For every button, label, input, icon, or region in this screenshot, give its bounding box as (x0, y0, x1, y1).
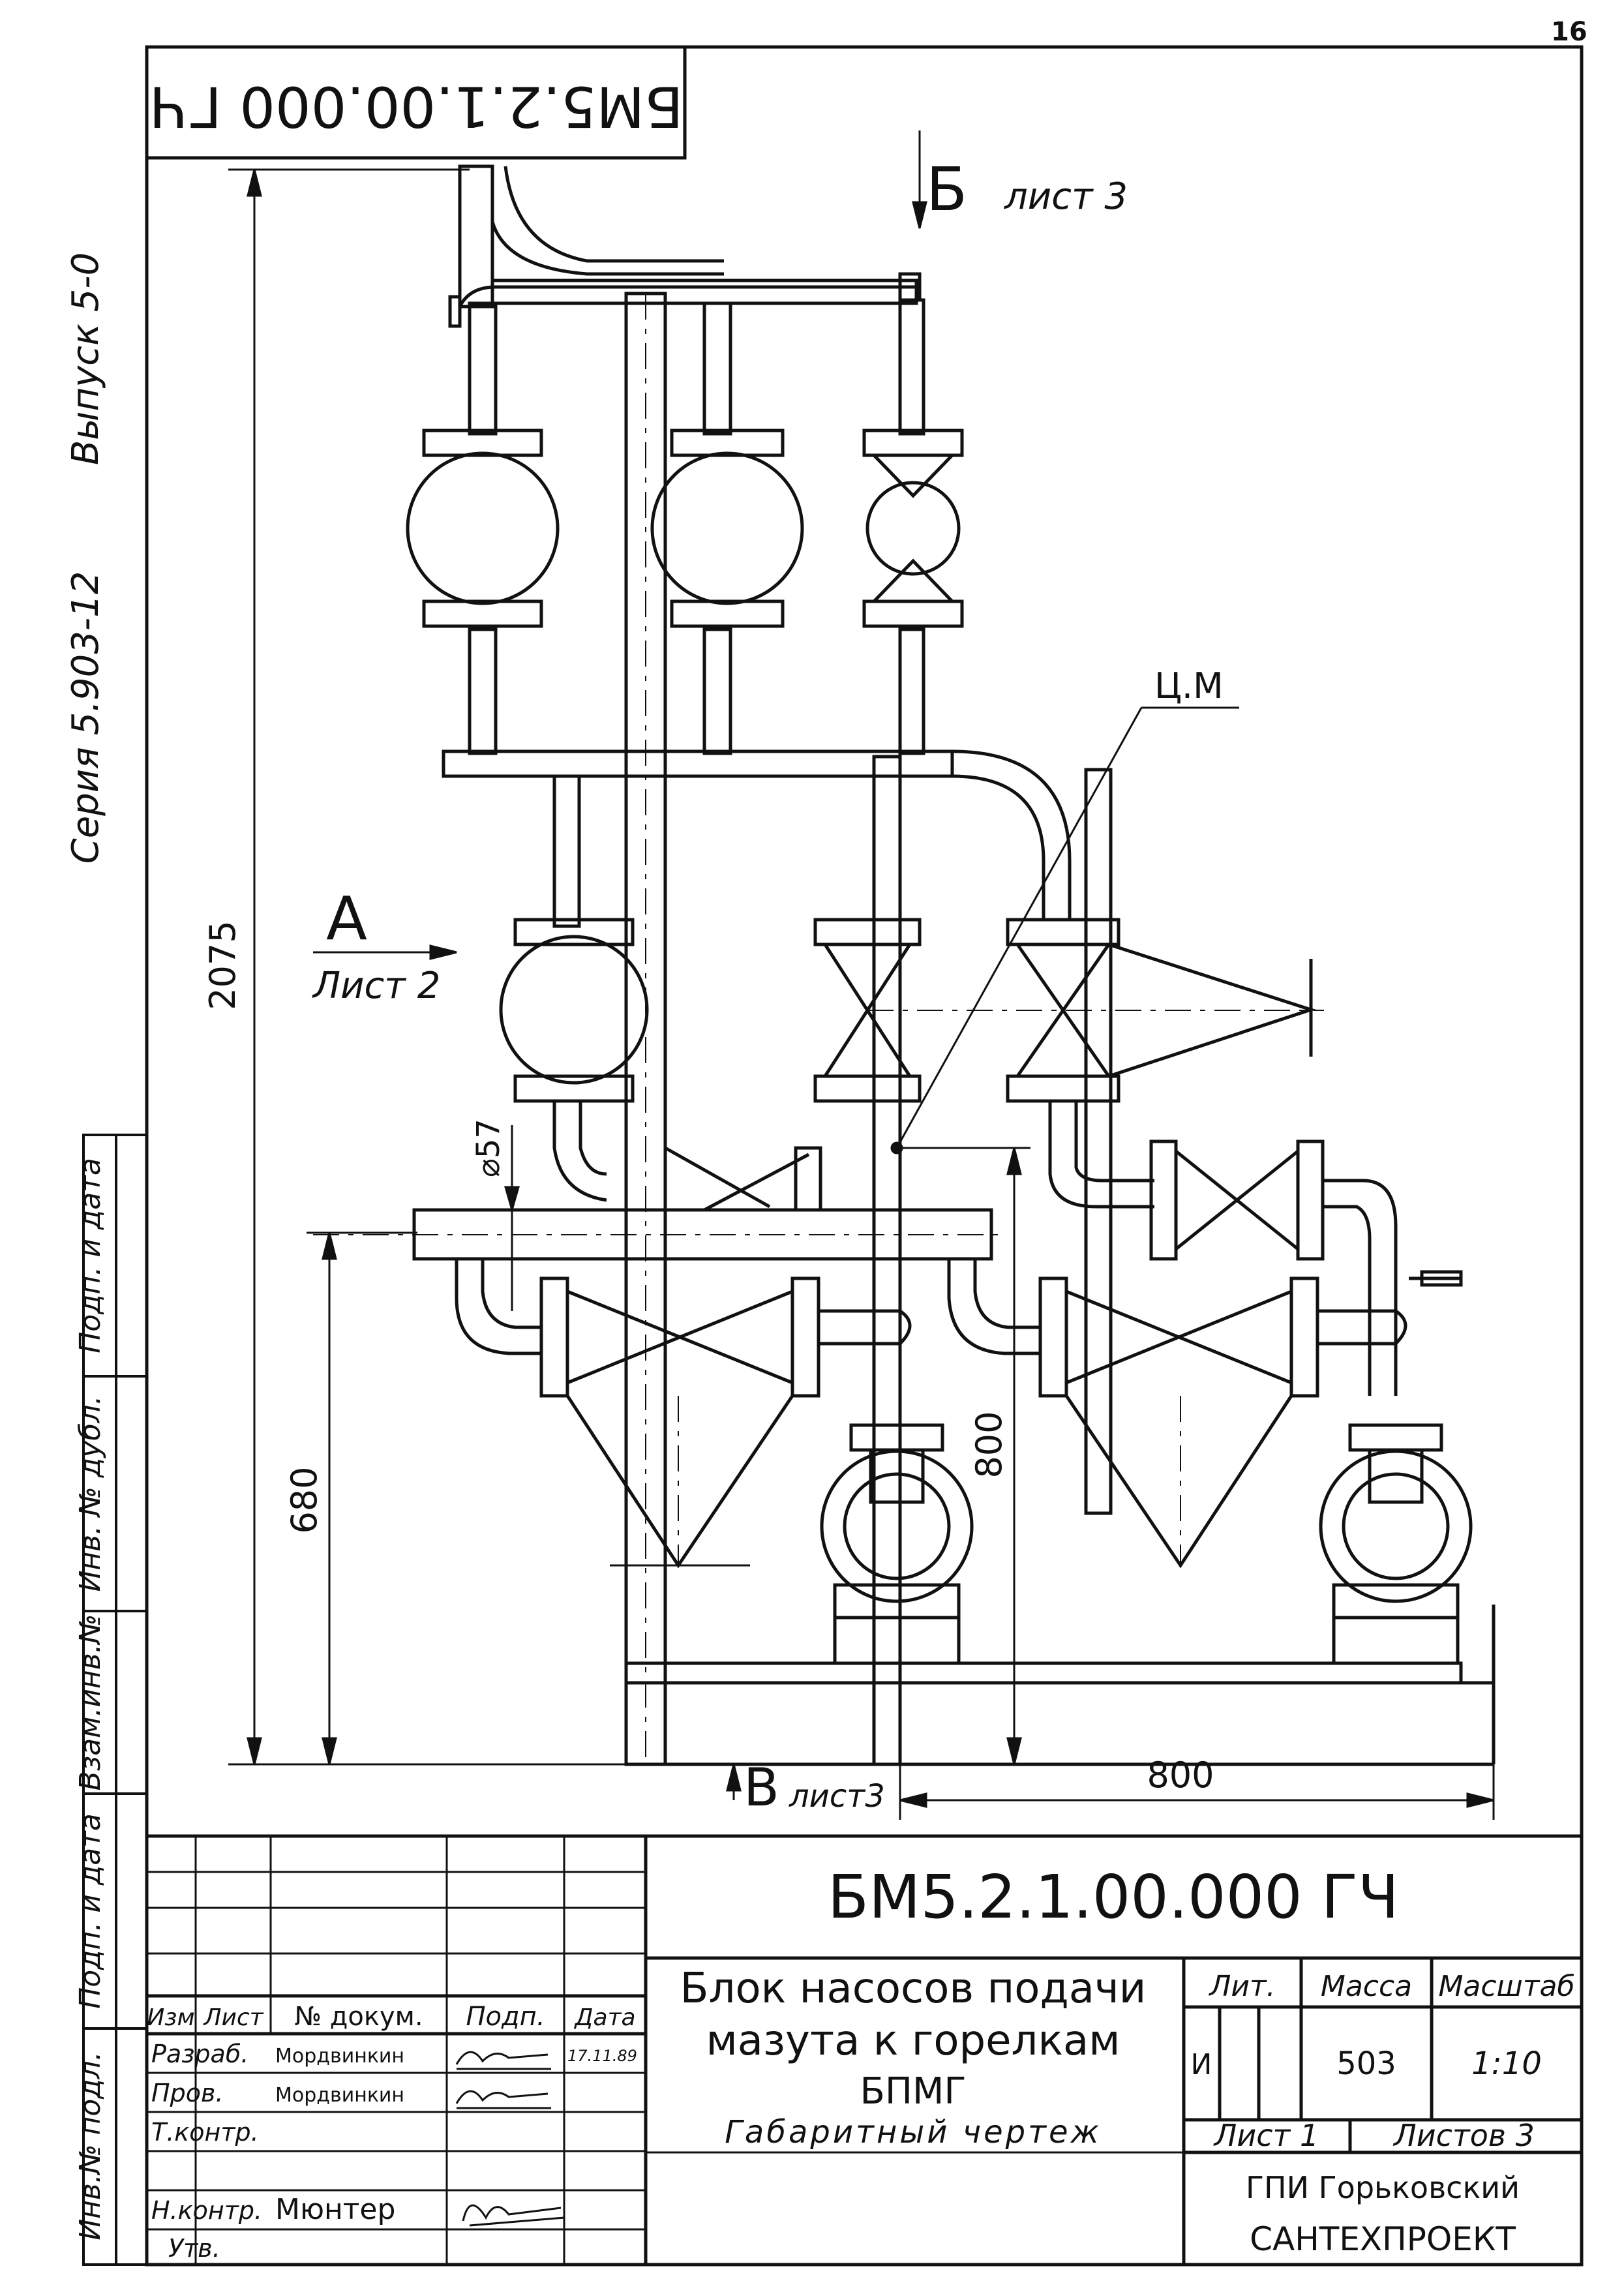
dim-680: 680 (284, 1466, 325, 1533)
scale-label: Масштаб (1438, 1970, 1574, 2003)
center-mark-label: Ц.М (1154, 665, 1224, 706)
col-list: Лист (202, 2004, 263, 2031)
side-field-1: Подп. и дата (74, 1158, 107, 1353)
pump-block-drawing (313, 164, 1496, 1766)
role-5-name: Мюнтер (275, 2193, 395, 2226)
diameter-label: ⌀57 (470, 1119, 507, 1177)
side-field-5: Инв.№ подл. (74, 2051, 107, 2240)
col-sign: Подп. (466, 2002, 545, 2032)
top-stamp: БМ5.2.1.00.000 ГЧ (145, 45, 687, 160)
role-6: Утв. (168, 2234, 220, 2263)
col-izm: Изм (147, 2004, 194, 2031)
view-v-ref: лист3 (789, 1778, 885, 1815)
mass-value: 503 (1336, 2045, 1396, 2082)
sheet-number: 16 (1551, 17, 1587, 47)
dimension-lines (228, 130, 1495, 1820)
org-line-2: САНТЕХПРОЕКТ (1250, 2220, 1516, 2258)
signature-2 (455, 2090, 551, 2109)
dim-2075: 2075 (202, 920, 243, 1010)
role-1-name: Мордвинкин (275, 2045, 404, 2068)
col-date: Дата (573, 2004, 635, 2031)
signature-5 (462, 2204, 565, 2227)
dim-800-horizontal: 800 (1147, 1755, 1214, 1796)
col-doc-no: № докум. (294, 2002, 423, 2032)
scale-value: 1:10 (1471, 2045, 1542, 2082)
view-v-label: В (744, 1757, 779, 1818)
sheet-label: Лист 1 (1213, 2118, 1319, 2153)
dim-800-vertical: 800 (969, 1411, 1010, 1478)
role-2: Пров. (151, 2079, 223, 2107)
top-stamp-text: БМ5.2.1.00.000 ГЧ (149, 74, 683, 139)
signature-1 (455, 2051, 551, 2070)
lit-label: Лит. (1208, 1970, 1275, 2003)
view-a-ref: Лист 2 (312, 965, 440, 1007)
title-block-grid (147, 1836, 646, 2265)
side-field-4: Подп. и дата (74, 1813, 107, 2009)
designation: БМ5.2.1.00.000 ГЧ (828, 1862, 1399, 1932)
side-field-3: Взам.инв.№ (74, 1614, 107, 1791)
name-line-2: мазута к горелкам (706, 2017, 1120, 2065)
side-field-2: Инв. № дубл. (74, 1395, 107, 1591)
mass-label: Масса (1321, 1970, 1412, 2003)
series-text: Серия 5.903-12 (65, 571, 107, 864)
view-b-label: Б (926, 155, 967, 224)
role-1-date: 17.11.89 (567, 2047, 637, 2065)
name-line-1: Блок насосов подачи (680, 1965, 1147, 2013)
name-line-3: БПМГ (860, 2070, 967, 2113)
doc-type: Габаритный чертеж (725, 2114, 1102, 2150)
frame (145, 45, 1584, 2267)
role-3: Т.контр. (151, 2118, 259, 2147)
sheets-label: Листов 3 (1392, 2118, 1535, 2153)
view-b-ref: лист 3 (1004, 175, 1128, 218)
lit-value: И (1191, 2048, 1212, 2081)
role-1: Разраб. (151, 2040, 248, 2068)
role-5: Н.контр. (151, 2196, 262, 2225)
side-field-strip (82, 1134, 148, 2266)
title-block (145, 1834, 1584, 2267)
role-2-name: Мордвинкин (275, 2084, 404, 2107)
org-line-1: ГПИ Горьковский (1246, 2170, 1520, 2205)
view-a-label: А (326, 884, 367, 954)
issue-text: Выпуск 5-0 (65, 252, 107, 465)
